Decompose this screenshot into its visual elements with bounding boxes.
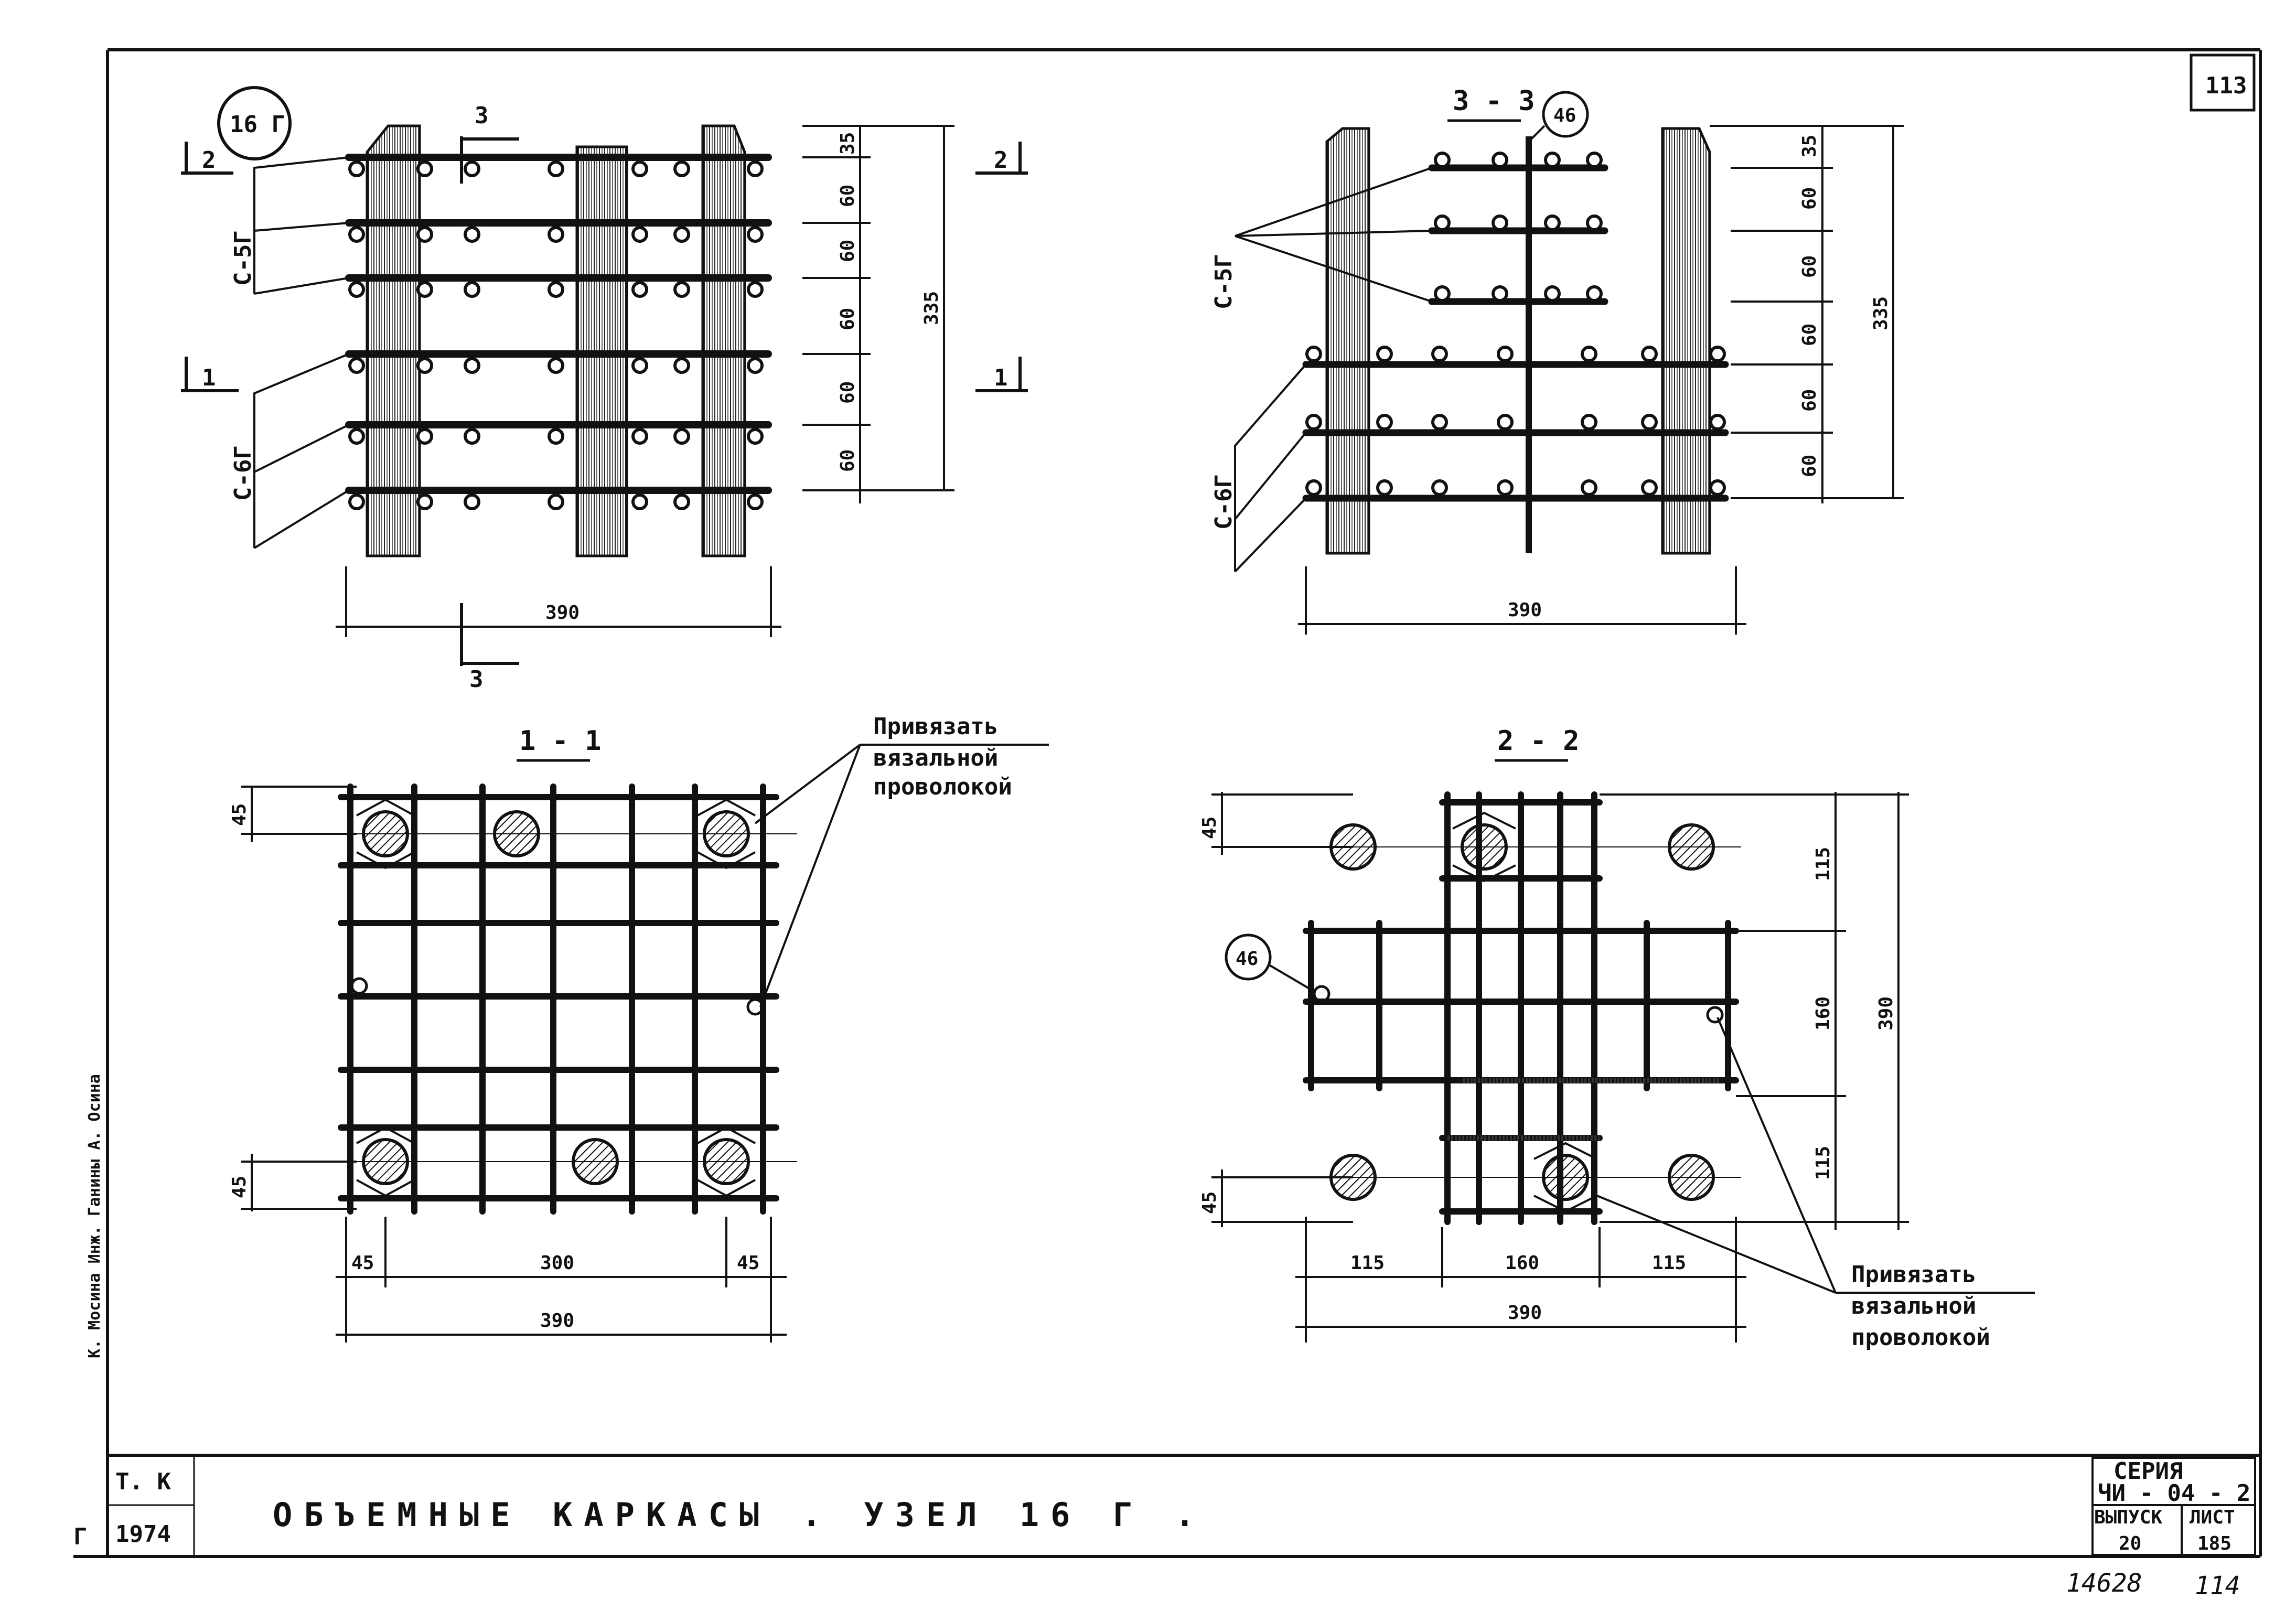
section-1-1-dim-b-1: 300 <box>540 1252 574 1274</box>
sheet-label: ЛИСТ <box>2190 1507 2235 1528</box>
title-block: Т. К 1974 Г ОБЪЕМНЫЕ КАРКАСЫ . УЗЕЛ 16 Г… <box>73 1457 2256 1601</box>
section-2-2-note-3: проволокой <box>1851 1324 1990 1351</box>
section-2-2: 2 - 2 <box>1199 725 2035 1351</box>
section-2-2-note-1: Привязать <box>1851 1261 1976 1288</box>
dim-total-height: 335 <box>921 291 942 325</box>
section-2-2-dim-total: 390 <box>1508 1302 1542 1324</box>
elevation-left-bar-sections <box>348 160 764 510</box>
section-3-3-dim-v-3: 60 <box>1799 324 1820 346</box>
section-1-label-left: 1 <box>202 364 216 391</box>
section-1-1-note-3: проволокой <box>873 774 1012 800</box>
section-1-1-dim-total: 390 <box>540 1310 574 1332</box>
sheet-frame <box>73 48 2262 1558</box>
section-2-2-dim-r-0: 115 <box>1812 847 1834 881</box>
section-2-2-grid <box>1303 791 1739 1225</box>
section-2-2-dim-bottom-left: 45 <box>1199 1191 1220 1214</box>
issue-value: 20 <box>2119 1533 2141 1554</box>
section-3-3-bars <box>1302 164 1729 502</box>
bar-mark-c5: С-5Г <box>230 230 256 286</box>
dim-v-4: 60 <box>837 381 859 404</box>
dim-v-1: 60 <box>837 185 859 207</box>
section-2-2-note-2: вязальной <box>1851 1293 1976 1319</box>
sheet-value: 185 <box>2197 1533 2231 1554</box>
section-2-2-dim-lines <box>1211 792 1909 1343</box>
section-2-2-title: 2 - 2 <box>1497 725 1580 757</box>
title-block-cells <box>2091 1457 2256 1556</box>
section-1-1-note-1: Привязать <box>873 713 998 740</box>
section-3-label-top: 3 <box>475 102 489 129</box>
section-2-label-right: 2 <box>994 147 1008 174</box>
section-2-2-dim-r-2: 115 <box>1812 1146 1834 1180</box>
section-cut-markers <box>181 136 1028 666</box>
section-1-1-posts <box>362 810 750 1185</box>
section-3-3-dim-lines <box>1298 125 1904 635</box>
section-1-1-dim-top-left: 45 <box>229 803 250 826</box>
section-1-1-dim-b-0: 45 <box>351 1252 374 1274</box>
section-2-2-dim-top-left: 45 <box>1199 817 1220 839</box>
section-1-1-dim-bottom-left: 45 <box>229 1176 250 1198</box>
section-1-1-note-2: вязальной <box>873 745 998 771</box>
section-3-3-dim-v-2: 60 <box>1799 255 1820 278</box>
elevation-left-bars <box>345 154 772 494</box>
title-block-org: Т. К <box>115 1468 171 1495</box>
node-label: 16 Г <box>230 111 285 138</box>
section-2-2-callout: 46 <box>1236 948 1258 970</box>
dim-width: 390 <box>545 602 580 624</box>
issue-label: ВЫПУСК <box>2094 1507 2162 1528</box>
section-1-label-right: 1 <box>994 364 1008 391</box>
title-block-year: 1974 <box>115 1521 171 1548</box>
section-1-1-dim-b-2: 45 <box>737 1252 759 1274</box>
section-2-2-dim-right-total: 390 <box>1875 996 1897 1030</box>
bar-mark-leaders <box>253 156 350 549</box>
section-3-3: 3 - 3 46 <box>1210 85 1904 635</box>
elevation-left-width-dim <box>336 566 781 637</box>
dim-v-5: 60 <box>837 449 859 472</box>
section-3-3-leaders <box>1234 167 1432 573</box>
section-3-3-dim-v-4: 60 <box>1799 389 1820 412</box>
section-3-3-bar-sections <box>1305 152 1726 496</box>
section-2-label-left: 2 <box>202 147 216 174</box>
elevation-left-dim-lines <box>802 125 954 503</box>
dim-v-3: 60 <box>837 308 859 330</box>
section-1-1: 1 - 1 <box>229 713 1049 1343</box>
section-3-3-callout: 46 <box>1553 105 1576 126</box>
section-3-3-title: 3 - 3 <box>1453 85 1535 117</box>
section-1-1-title: 1 - 1 <box>519 725 602 757</box>
section-3-3-dim-v-1: 60 <box>1799 187 1820 210</box>
section-3-label-bottom: 3 <box>469 666 484 693</box>
elevation-left: 16 Г 2 2 1 1 3 3 С-5Г С-6Г <box>181 86 1028 693</box>
section-3-3-dim-v-5: 60 <box>1799 455 1820 477</box>
section-2-2-dim-r-1: 160 <box>1812 996 1834 1030</box>
section-3-3-dim-total-height: 335 <box>1870 296 1892 330</box>
drawing-title: ОБЪЕМНЫЕ КАРКАСЫ . УЗЕЛ 16 Г . <box>273 1496 1206 1534</box>
title-block-corner-mark: Г <box>73 1523 88 1550</box>
bar-mark-c6: С-6Г <box>230 445 256 501</box>
section-1-1-note-leaders <box>754 744 1049 1007</box>
node-label-circle <box>217 86 292 160</box>
section-1-1-ties <box>336 798 797 1197</box>
section-2-2-welds <box>1447 1078 1720 1141</box>
dim-v-2: 60 <box>837 240 859 262</box>
section-3-3-dim-width: 390 <box>1508 599 1542 621</box>
section-2-2-dim-b-2: 115 <box>1652 1252 1686 1274</box>
section-1-1-dim-lines <box>241 786 787 1343</box>
series-label: СЕРИЯ <box>2113 1458 2183 1485</box>
side-strip-text: К. Мосина Инж. Ганины А. Осина <box>85 1074 104 1358</box>
series-value: ЧИ - 04 - 2 <box>2098 1480 2250 1507</box>
handwritten-left: 14628 <box>2066 1569 2142 1598</box>
section-2-2-dim-b-0: 115 <box>1350 1252 1385 1274</box>
section-2-2-dim-b-1: 160 <box>1505 1252 1539 1274</box>
section-3-3-dim-v-0: 35 <box>1799 135 1820 157</box>
section-3-3-posts <box>1325 127 1711 555</box>
section-3-3-mark-c5: С-5Г <box>1210 254 1237 309</box>
dim-v-0: 35 <box>837 132 859 155</box>
sheet-number: 113 <box>2205 72 2247 99</box>
section-3-3-mark-c6: С-6Г <box>1210 474 1237 530</box>
handwritten-right: 114 <box>2195 1571 2240 1601</box>
section-2-2-note-leaders <box>1596 1017 2035 1294</box>
